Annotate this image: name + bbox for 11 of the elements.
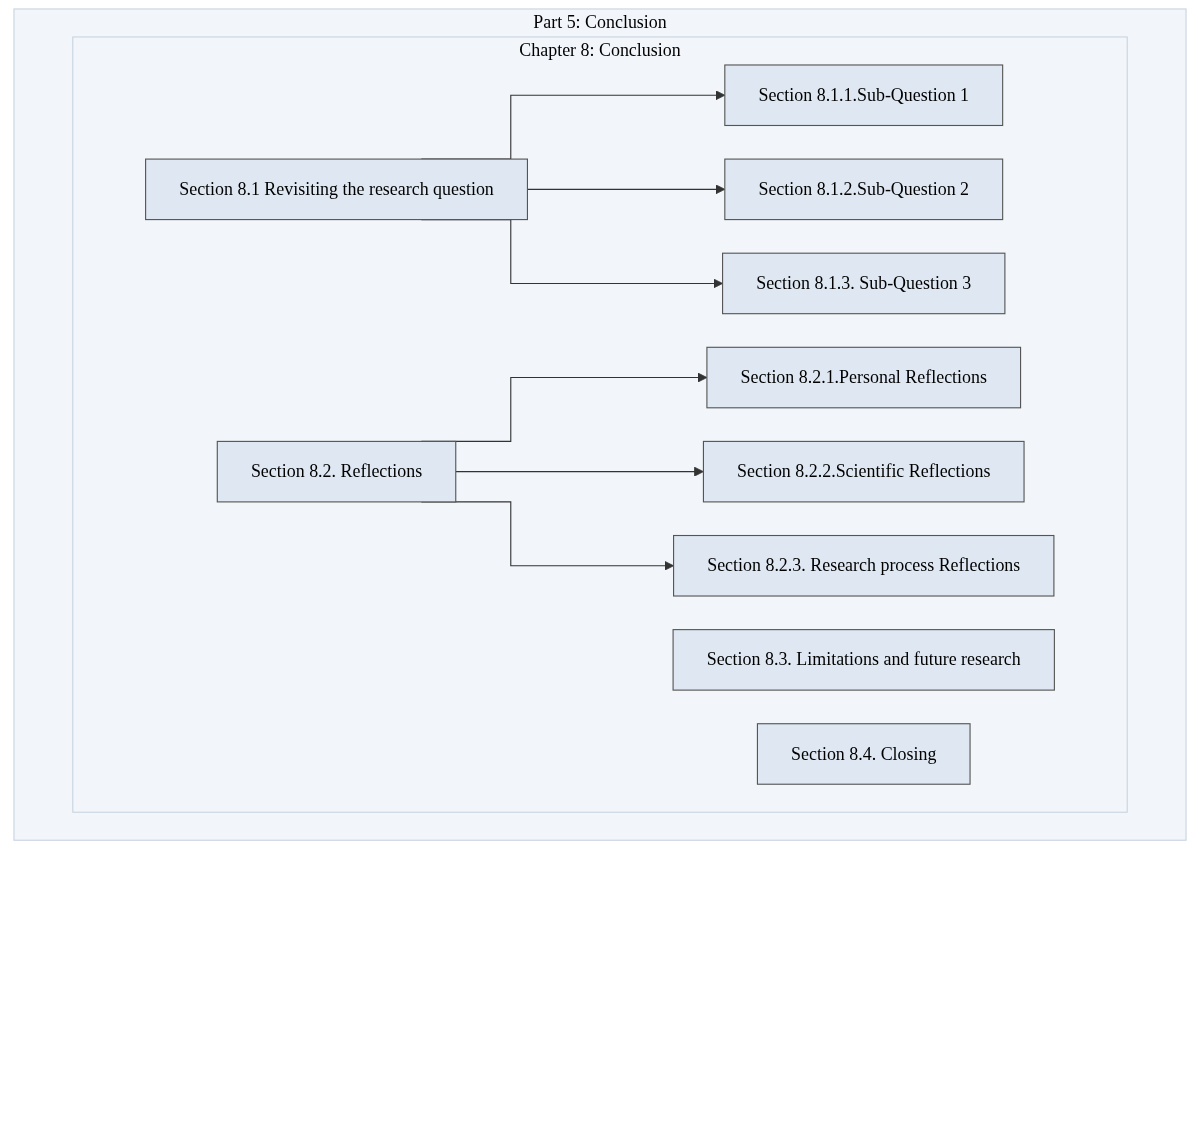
node-box: Section 8.1 Revisiting the research question bbox=[145, 158, 528, 221]
node-box: Section 8.4. Closing bbox=[756, 723, 971, 785]
node-box: Section 8.2.3. Research process Reflections bbox=[673, 534, 1055, 597]
arrow bbox=[455, 466, 704, 477]
node-box: Section 8.2. Reflections bbox=[216, 440, 457, 503]
node-box: Section 8.1.1.Sub-Question 1 bbox=[724, 64, 1004, 127]
node-box: Section 8.2.2.Scientific Reflections bbox=[702, 440, 1025, 503]
node-box: Section 8.1.3. Sub-Question 3 bbox=[722, 252, 1006, 315]
node-box: Section 8.2.1.Personal Reflections bbox=[706, 346, 1022, 409]
node-box: Section 8.1.2.Sub-Question 2 bbox=[724, 158, 1004, 221]
node-box: Section 8.3. Limitations and future research bbox=[672, 629, 1055, 691]
